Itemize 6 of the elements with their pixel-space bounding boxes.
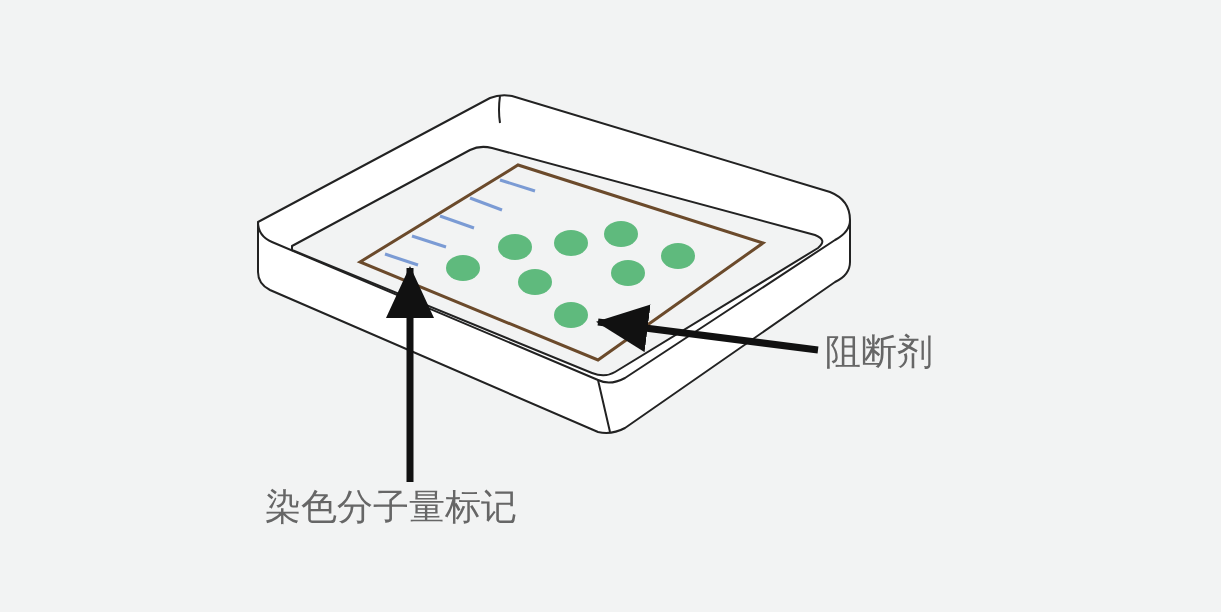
- marker-bands: [384, 178, 536, 267]
- callout-label: 染色分子量标记: [265, 487, 517, 527]
- membrane: [356, 163, 767, 362]
- callout-label: 阻断剂: [825, 332, 933, 372]
- leader-arrow: [596, 304, 819, 354]
- leader-arrow: [386, 266, 434, 482]
